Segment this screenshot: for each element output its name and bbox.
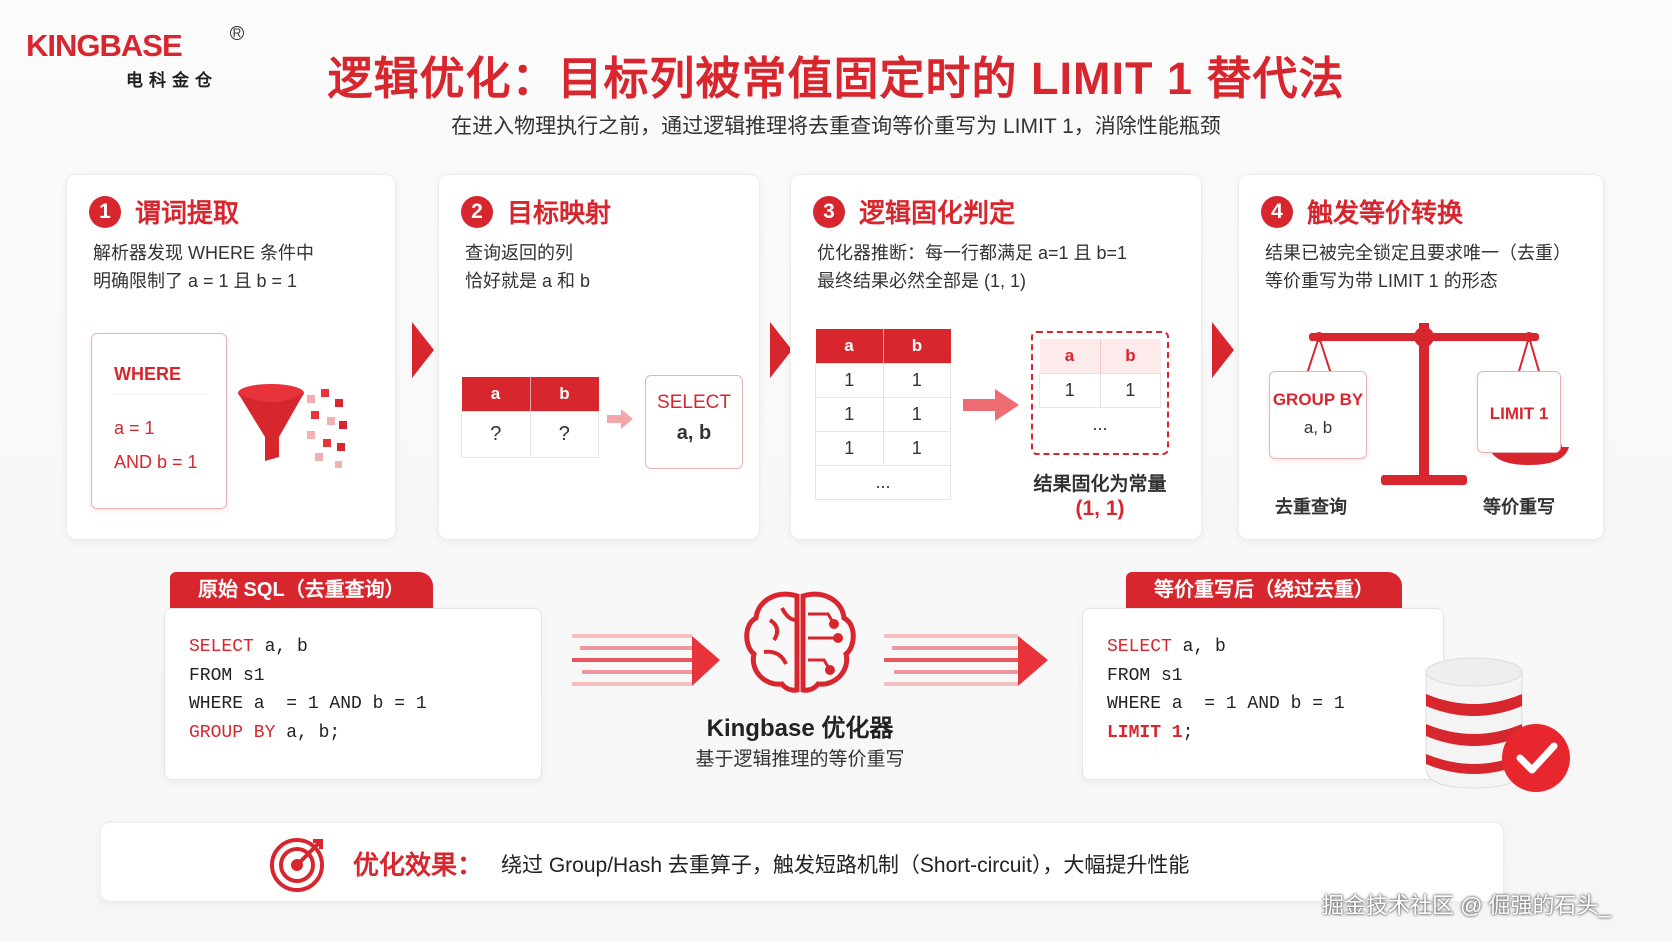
doc-line: a, b: [1303, 418, 1333, 437]
table-cell: ?: [529, 410, 599, 458]
table-cell: 1: [815, 396, 884, 432]
scale-label-left: 去重查询: [1275, 497, 1347, 517]
select-keyword: SELECT: [657, 392, 731, 413]
step-title: 逻辑固化判定: [859, 198, 1016, 228]
fixed-caption: 结果固化为常量: [1033, 474, 1167, 495]
sql-text: FROM s1: [189, 665, 265, 686]
doc-line: a = 1: [114, 418, 155, 438]
optimizer-name: Kingbase 优化器: [706, 715, 894, 742]
logo-subtext: 电科金仓: [126, 71, 218, 90]
table-cell-more: ...: [1092, 413, 1108, 434]
sql-text: ;: [1182, 722, 1194, 743]
database-check-icon: [1425, 657, 1570, 792]
step-number: 4: [1261, 195, 1293, 228]
table-header: a: [1039, 339, 1100, 373]
select-box: SELECT a, b: [645, 375, 743, 469]
sql-keyword: GROUP BY: [189, 722, 276, 743]
registered-mark: R: [230, 26, 244, 40]
select-columns: a, b: [676, 422, 712, 444]
sql-text: FROM s1: [1107, 665, 1183, 686]
sql-keyword: SELECT: [189, 637, 254, 657]
table-cell: 1: [815, 430, 884, 466]
step-card-3: 3 逻辑固化判定 优化器推断：每一行都满足 a=1 且 b=1 最终结果必然全部是 …: [790, 174, 1202, 540]
table-header: a: [461, 377, 530, 411]
scale-label-right: 等价重写: [1483, 497, 1555, 517]
limit-document-icon: LIMIT 1: [1477, 371, 1561, 453]
flow-arrow-left: [572, 634, 720, 686]
step-title: 触发等价转换: [1307, 198, 1464, 228]
table-cell: 1: [815, 362, 884, 398]
rewritten-sql-code: SELECT a, b FROM s1 WHERE a = 1 AND b = …: [1107, 633, 1345, 747]
rewritten-sql-panel: SELECT a, b FROM s1 WHERE a = 1 AND b = …: [1082, 608, 1444, 780]
step-title: 目标映射: [507, 198, 612, 228]
step-number: 1: [89, 195, 121, 228]
table-header: a: [815, 329, 883, 363]
sql-text: a, b: [253, 637, 308, 657]
rewritten-sql-tab: 等价重写后（绕过去重）: [1126, 572, 1402, 608]
target-icon: [270, 838, 324, 892]
sql-text: WHERE a = 1 AND b = 1: [1107, 694, 1345, 714]
doc-line: AND b = 1: [114, 452, 198, 472]
watermark: 掘金技术社区 @ 倔强的石头_: [1322, 893, 1611, 918]
logo-text: KINGBASE: [26, 28, 183, 63]
where-document-icon: WHERE a = 1 AND b = 1: [91, 333, 227, 509]
arrow-right-icon: [963, 389, 1019, 421]
table-cell: 1: [1039, 372, 1101, 408]
chevron-right-icon: [770, 322, 792, 378]
table-cell: 1: [882, 362, 951, 398]
chevron-right-icon: [1212, 322, 1234, 378]
sql-text: a, b;: [275, 722, 341, 743]
table-cell: 1: [882, 396, 951, 432]
page-title: 逻辑优化：目标列被常值固定时的 LIMIT 1 替代法: [327, 53, 1345, 104]
doc-line: GROUP BY: [1272, 390, 1364, 409]
brain-circuit-icon: [744, 591, 856, 693]
step-title: 谓词提取: [135, 198, 240, 228]
sql-keyword: SELECT: [1107, 637, 1172, 657]
step-card-4: 4 触发等价转换 结果已被完全锁定且要求唯一（去重） 等价重写为带 LIMIT 1 …: [1238, 174, 1604, 540]
step-desc-line: 结果已被完全锁定且要求唯一（去重）: [1265, 243, 1571, 263]
step-desc-line: 恰好就是 a 和 b: [465, 271, 591, 291]
table-header: b: [529, 377, 599, 411]
table-header: b: [882, 329, 951, 363]
effect-bar: 优化效果： 绕过 Group/Hash 去重算子，触发短路机制（Short-ci…: [100, 822, 1504, 902]
flow-arrow-right: [884, 634, 1048, 686]
step-desc-line: 等价重写为带 LIMIT 1 的形态: [1265, 271, 1498, 291]
step-number: 3: [813, 195, 845, 228]
doc-line: LIMIT 1: [1489, 404, 1549, 423]
step-desc-line: 明确限制了 a = 1 且 b = 1: [93, 271, 298, 291]
table-header: b: [1099, 339, 1161, 373]
original-sql-tab: 原始 SQL（去重查询）: [170, 572, 433, 608]
table-cell-more: ...: [815, 464, 951, 500]
original-sql-panel: SELECT a, b FROM s1 WHERE a = 1 AND b = …: [164, 608, 542, 780]
sql-text: WHERE a = 1 AND b = 1: [189, 694, 427, 714]
step-desc-line: 优化器推断：每一行都满足 a=1 且 b=1: [817, 243, 1128, 263]
step-desc-line: 解析器发现 WHERE 条件中: [93, 243, 315, 263]
group-by-document-icon: GROUP BY a, b: [1269, 371, 1367, 459]
sql-keyword: LIMIT 1: [1107, 722, 1183, 743]
effect-label: 优化效果：: [353, 850, 484, 880]
fixed-value: (1, 1): [1075, 497, 1125, 520]
doc-line: WHERE: [114, 364, 181, 384]
step-desc-line: 最终结果必然全部是 (1, 1): [817, 271, 1027, 291]
table-cell: 1: [1099, 372, 1161, 408]
effect-text: 绕过 Group/Hash 去重算子，触发短路机制（Short-circuit）…: [501, 854, 1190, 877]
sql-text: a, b: [1171, 637, 1226, 657]
table-cell: ?: [461, 410, 531, 458]
step-desc-line: 查询返回的列: [465, 243, 573, 263]
filter-funnel-icon: [238, 384, 347, 468]
page-subtitle: 在进入物理执行之前，通过逻辑推理将去重查询等价重写为 LIMIT 1，消除性能瓶…: [451, 115, 1221, 138]
original-sql-code: SELECT a, b FROM s1 WHERE a = 1 AND b = …: [189, 633, 427, 747]
table-cell: 1: [882, 430, 951, 466]
chevron-right-icon: [412, 322, 434, 378]
optimizer-desc: 基于逻辑推理的等价重写: [695, 749, 905, 770]
step-number: 2: [461, 195, 493, 228]
kingbase-logo: KINGBASE R 电科金仓: [26, 26, 244, 90]
step-card-1: 1 谓词提取 解析器发现 WHERE 条件中明确限制了 a = 1 且 b = 1…: [66, 174, 396, 540]
arrow-right-icon: [607, 409, 633, 429]
